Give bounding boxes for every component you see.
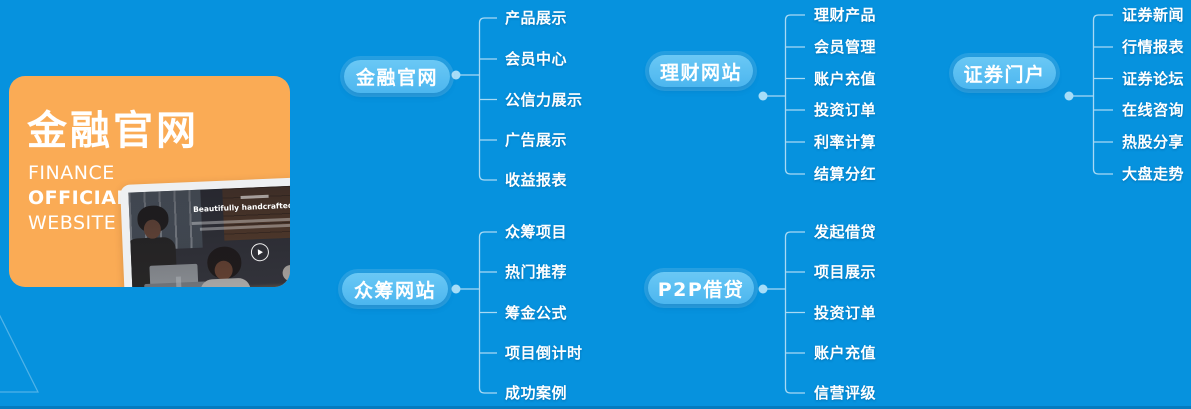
branch-item: 行情报表 [1122,38,1185,57]
branch-item: 广告展示 [505,131,568,150]
branch-item: 众筹项目 [505,223,568,242]
branch-item: 会员中心 [505,50,568,69]
branch-item: 证券新闻 [1122,6,1185,25]
subtitle-line-finance: FINANCE [28,162,115,184]
branch-item: 账户充值 [814,344,877,363]
branch-item: 理财产品 [814,6,877,25]
website-mockup-photo: Beautifully handcrafted templates for y [128,184,290,287]
subtitle-line-website: WEBSITE [28,212,117,234]
branch-item: 投资订单 [814,303,877,322]
branch-item: 发起借贷 [814,223,877,242]
card-subtitle: FINANCE OFFICIAL WEBSITE [28,161,129,236]
photo-dark-overlay [128,184,290,287]
branch-item: 收益报表 [505,171,568,190]
node-crowdfunding-site: 众筹网站 [342,273,448,305]
node-p2p-lending: P2P借贷 [648,272,754,304]
branch-item: 信营评级 [814,384,877,403]
branch-item: 产品展示 [505,9,568,28]
branch-item: 筹金公式 [505,303,568,322]
website-mockup-frame: Beautifully handcrafted templates for y [120,176,290,287]
branch-item: 大盘走势 [1122,165,1185,184]
branch-item: 会员管理 [814,38,877,57]
node-label: 金融官网 [355,67,438,89]
product-card: 金融官网 FINANCE OFFICIAL WEBSITE [9,76,290,287]
subtitle-line-official: OFFICIAL [28,187,130,209]
branch-item: 热门推荐 [505,263,568,282]
branch-item: 证券论坛 [1122,69,1185,88]
branch-item: 公信力展示 [505,90,583,109]
branch-item: 项目倒计时 [505,344,583,363]
node-label: 众筹网站 [353,279,436,302]
branch-item: 账户充值 [814,69,877,88]
branch-item: 结算分红 [814,165,877,184]
branch-item: 在线咨询 [1122,101,1185,120]
node-label: P2P借贷 [657,278,745,301]
bottom-edge-shade [0,406,1191,409]
branch-item: 成功案例 [505,384,568,403]
branch-item: 投资订单 [814,101,877,120]
node-finance-official-site: 金融官网 [344,60,450,93]
branch-item: 项目展示 [814,263,877,282]
node-securities-portal: 证券门户 [953,57,1056,89]
node-wealth-site: 理财网站 [649,55,753,87]
branch-item: 热股分享 [1122,133,1185,152]
node-label: 证券门户 [963,63,1046,86]
node-label: 理财网站 [659,61,742,84]
card-title: 金融官网 [27,108,199,154]
branch-item: 利率计算 [814,133,877,152]
